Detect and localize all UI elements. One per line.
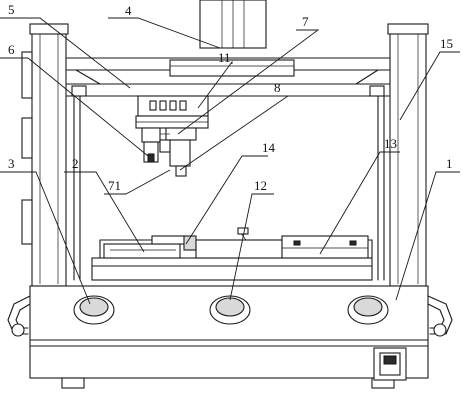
- work-platform: [91, 227, 373, 281]
- callout-15: 15: [440, 36, 453, 51]
- top-column: [199, 0, 267, 49]
- base-buttons: [73, 295, 389, 325]
- callout-71: 71: [108, 178, 121, 193]
- callout-8: 8: [274, 80, 281, 95]
- callout-1: 1: [446, 156, 453, 171]
- callout-2: 2: [72, 156, 79, 171]
- callout-14: 14: [262, 140, 276, 155]
- callout-7: 7: [302, 14, 309, 29]
- power-switch: [373, 347, 407, 381]
- callout-labels: 4 5 6 7 11 8 15 13 14 2 3 1 71 12: [8, 2, 453, 193]
- callout-4: 4: [125, 3, 132, 18]
- dispensing-head: [135, 95, 209, 177]
- right-handle: [427, 295, 453, 337]
- leader-lines: [0, 17, 460, 305]
- left-handle: [7, 295, 31, 337]
- left-frame-post: [29, 23, 69, 287]
- right-frame-post: [387, 23, 429, 287]
- callout-12: 12: [254, 178, 267, 193]
- callout-13: 13: [384, 136, 397, 151]
- callout-11: 11: [218, 50, 231, 65]
- top-cross-beam: [65, 57, 391, 97]
- callout-3: 3: [8, 156, 15, 171]
- callout-6: 6: [8, 42, 15, 57]
- inner-posts: [73, 95, 385, 281]
- left-side-tabs: [21, 51, 33, 245]
- callout-5: 5: [8, 2, 15, 17]
